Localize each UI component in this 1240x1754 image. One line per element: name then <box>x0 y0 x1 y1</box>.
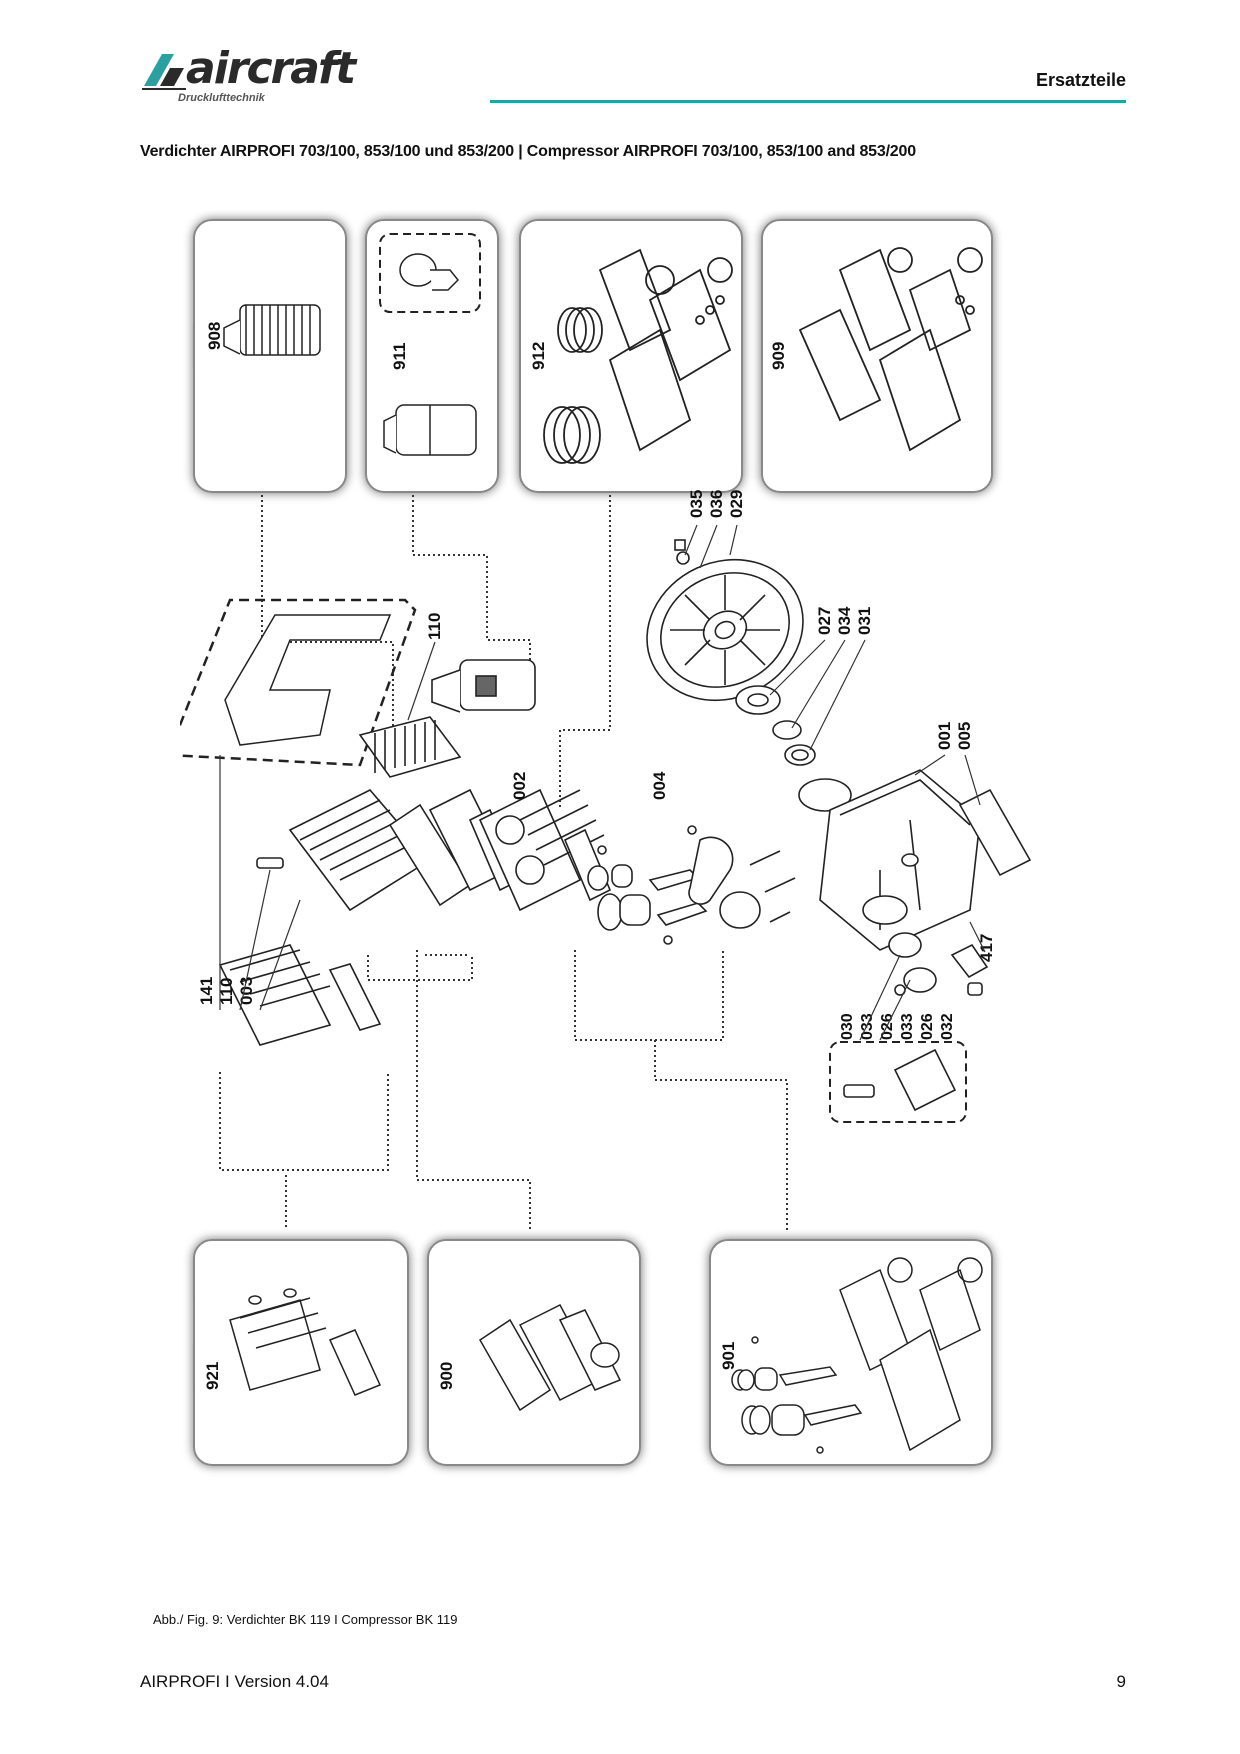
part-label-033-b: 033 <box>899 1013 916 1040</box>
part-label-027: 027 <box>815 607 834 635</box>
kit-label-909: 909 <box>769 342 788 370</box>
cooling-shroud <box>180 598 417 767</box>
header-divider <box>490 100 1126 103</box>
brand-name: aircraft <box>186 43 356 94</box>
kit-box-908: 908 <box>193 219 347 493</box>
part-label-034: 034 <box>835 606 854 635</box>
part-label-003: 003 <box>237 977 256 1005</box>
cylinder-head <box>256 716 462 912</box>
part-label-035: 035 <box>687 490 706 518</box>
part-leaders <box>219 524 986 1041</box>
dashed-detail-frame-oil <box>829 1041 967 1123</box>
bearings-seals <box>735 685 852 812</box>
air-filter-icon <box>383 253 477 456</box>
piston-kit-icon <box>731 1257 983 1454</box>
kit-label-900: 900 <box>437 1362 456 1390</box>
part-label-001: 001 <box>935 722 954 750</box>
aircraft-logo-mark-icon <box>142 54 186 90</box>
part-label-002: 002 <box>510 772 529 800</box>
kit-box-921: 921 <box>193 1239 409 1466</box>
kit-box-911: 911 <box>365 219 499 493</box>
kit-label-901: 901 <box>719 1342 738 1370</box>
cylinder-block <box>478 788 612 912</box>
kit-label-911: 911 <box>390 343 409 370</box>
pistons-crankshaft <box>587 825 796 945</box>
part-label-005: 005 <box>955 722 974 750</box>
part-label-110-top: 110 <box>425 613 444 640</box>
crankcase <box>819 769 1032 951</box>
valve-plate-kit-icon <box>479 1304 622 1412</box>
intercooler <box>218 944 382 1046</box>
part-label-031: 031 <box>855 607 874 635</box>
part-label-036: 036 <box>707 490 726 518</box>
leader-lines <box>219 495 788 1230</box>
side-cover-plugs <box>843 932 989 1112</box>
kit-box-900: 900 <box>427 1239 641 1466</box>
cooler-kit-icon <box>229 1288 382 1396</box>
kit-box-901: 901 <box>709 1239 993 1466</box>
brand-logo: aircraft Drucklufttechnik <box>140 44 380 106</box>
piston-rings-gaskets-icon <box>543 248 733 464</box>
figure-caption: Abb./ Fig. 9: Verdichter BK 119 I Compre… <box>153 1612 458 1627</box>
page-number: 9 <box>1116 1672 1126 1691</box>
kit-label-908: 908 <box>205 322 224 350</box>
part-label-026-b: 026 <box>919 1013 936 1040</box>
part-label-029: 029 <box>727 490 746 518</box>
brand-tagline: Drucklufttechnik <box>178 92 265 104</box>
kit-label-921: 921 <box>203 1362 222 1390</box>
part-label-030: 030 <box>839 1013 856 1040</box>
kit-label-912: 912 <box>529 342 548 370</box>
kit-box-912: 912 <box>519 219 743 493</box>
part-label-004: 004 <box>650 771 669 800</box>
exploded-parts-diagram: 908 911 912 <box>180 219 1032 1466</box>
part-label-141: 141 <box>197 977 216 1005</box>
section-title: Ersatzteile <box>1035 70 1126 90</box>
part-label-110-left: 110 <box>217 978 236 1005</box>
cylinder-head-icon <box>223 304 321 356</box>
dashed-detail-frame <box>379 233 481 313</box>
gasket-set-icon <box>798 247 983 452</box>
part-label-032: 032 <box>939 1013 956 1040</box>
flywheel <box>646 539 804 702</box>
part-label-417: 417 <box>977 934 996 962</box>
page-subtitle: Verdichter AIRPROFI 703/100, 853/100 und… <box>140 143 916 160</box>
kit-box-909: 909 <box>761 219 993 493</box>
intake-filter-assembly <box>431 659 536 713</box>
footer-version: AIRPROFI I Version 4.04 <box>140 1672 329 1691</box>
